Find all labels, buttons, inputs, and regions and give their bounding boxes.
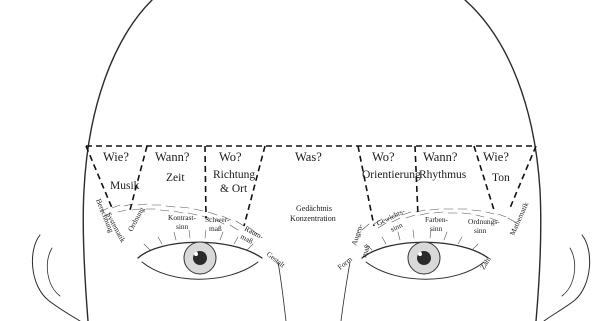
- question-left-wo: Wo?: [219, 150, 242, 164]
- label-kontrast-1: Kontrast-: [168, 213, 196, 222]
- label-kontrast-2: sinn: [176, 222, 189, 231]
- question-left-wann: Wann?: [155, 150, 190, 164]
- right-eye: [362, 230, 488, 279]
- category-rhythmus: Rhythmus: [419, 169, 467, 181]
- nose-bridge-right: [341, 262, 350, 321]
- category-musik: Musik: [110, 180, 140, 192]
- left-ear-inner: [47, 248, 60, 296]
- label-augen-2: maß: [359, 243, 372, 258]
- label-ordnungs-1: Ordnungs-: [468, 217, 500, 226]
- label-augen-1: Augen-: [349, 222, 365, 246]
- label-gestalt: Gestalt: [265, 249, 288, 270]
- label-farben-1: Farben-: [425, 215, 449, 224]
- center-gedaechtnis: Gedächtnis: [296, 204, 332, 213]
- label-form: Form: [336, 254, 354, 271]
- question-right-wann: Wann?: [423, 150, 458, 164]
- question-right-wie: Wie?: [483, 150, 509, 164]
- category-zeit: Zeit: [166, 172, 185, 184]
- left-ear: [32, 235, 80, 321]
- center-konzentration: Konzentration: [290, 214, 336, 223]
- category-orientierung: Orientierung: [362, 169, 421, 181]
- question-right-wo: Wo?: [372, 150, 395, 164]
- category-ton: Ton: [492, 172, 510, 184]
- label-ordnungs-2: sinn: [474, 226, 487, 235]
- category-richtung: Richtung: [213, 169, 255, 181]
- label-ordnung: Ordnung: [126, 205, 146, 233]
- label-gewichts-2: sinn: [389, 220, 404, 234]
- category-ort: & Ort: [220, 183, 248, 195]
- nose-bridge-left: [278, 262, 286, 321]
- question-center-was: Was?: [295, 150, 322, 164]
- label-zahl: Zahl: [478, 255, 493, 271]
- question-left-wie: Wie?: [103, 150, 129, 164]
- right-ear-inner: [562, 248, 575, 296]
- right-ear: [544, 235, 590, 321]
- label-schwer-1: Schwer-: [205, 215, 230, 224]
- label-schwer-2: maß: [209, 224, 222, 233]
- label-farben-2: sinn: [430, 224, 443, 233]
